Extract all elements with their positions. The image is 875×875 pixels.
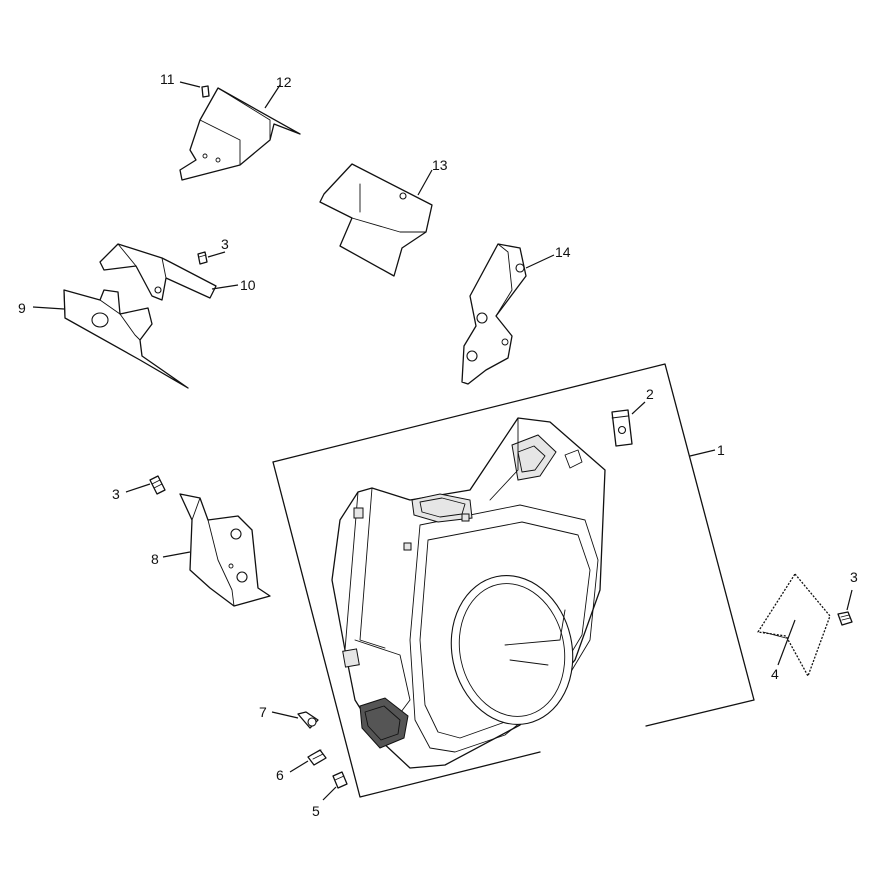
- assembly-frame: [272, 363, 755, 798]
- callout-2: 2: [646, 386, 654, 402]
- screw-3-top[interactable]: [197, 251, 208, 265]
- blower-housing[interactable]: [331, 417, 606, 769]
- callout-13: 13: [432, 157, 448, 173]
- callout-1: 1: [717, 442, 725, 458]
- screw-6[interactable]: [307, 749, 327, 766]
- screw-3-left[interactable]: [149, 475, 166, 495]
- callout-3-left: 3: [112, 486, 120, 502]
- callout-6: 6: [276, 767, 284, 783]
- callout-3-top: 3: [221, 236, 229, 252]
- callout-9: 9: [18, 300, 26, 316]
- screw-3-right[interactable]: [837, 611, 853, 626]
- callout-8: 8: [151, 551, 159, 567]
- bracket-8[interactable]: [179, 493, 271, 607]
- callout-7: 7: [259, 704, 267, 720]
- callout-4: 4: [771, 666, 779, 682]
- cover-12[interactable]: [179, 87, 301, 181]
- shroud-9[interactable]: [63, 289, 189, 389]
- callout-3-right: 3: [850, 569, 858, 585]
- screw-7[interactable]: [297, 711, 319, 729]
- screw-5[interactable]: [332, 771, 348, 789]
- leader-lines: [32, 81, 853, 801]
- baffle-plate[interactable]: [757, 573, 831, 677]
- callout-14: 14: [555, 244, 571, 260]
- callout-12: 12: [276, 74, 292, 90]
- clip-nut[interactable]: [611, 409, 633, 447]
- screw-11[interactable]: [201, 85, 210, 98]
- deflector-13[interactable]: [319, 163, 433, 277]
- callout-5: 5: [312, 803, 320, 819]
- callout-11: 11: [160, 71, 175, 87]
- callout-10: 10: [240, 277, 256, 293]
- shroud-10[interactable]: [99, 243, 217, 301]
- bracket-14[interactable]: [461, 243, 527, 385]
- callout-labels: 1 2 3 3 3 4 5 6 7 8 9 10 11 12 13 14: [18, 71, 858, 819]
